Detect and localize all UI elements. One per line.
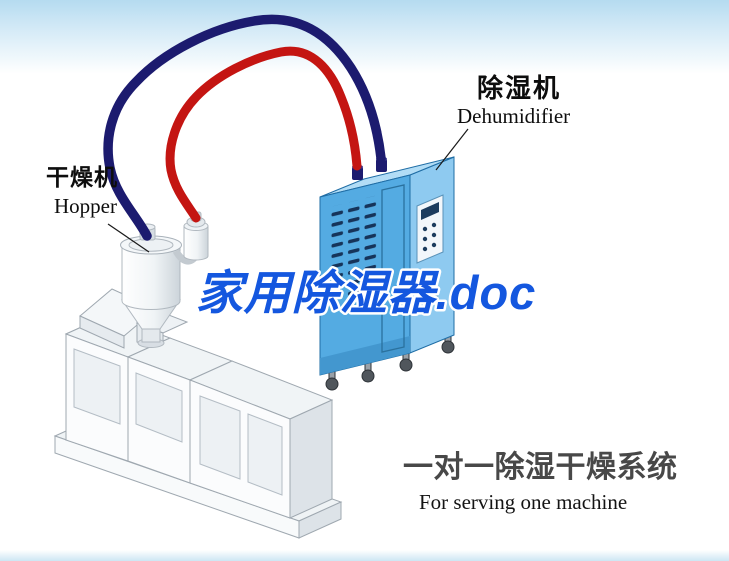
hopper-body <box>121 244 181 310</box>
machine-base-end <box>298 501 342 539</box>
hopper-dryer <box>120 211 209 348</box>
caption-en: For serving one machine <box>419 490 628 514</box>
dehumidifier-leader-line <box>435 128 469 171</box>
dehumidifier-cabinet <box>319 156 455 391</box>
machine-right-end-face <box>289 399 333 519</box>
red-pipe <box>165 46 362 223</box>
dehumidifier-label-cn: 除湿机 <box>477 73 562 103</box>
dehumidifier-label-en: Dehumidifier <box>457 104 571 128</box>
sky-gradient-top <box>0 0 729 74</box>
control-panel <box>416 194 444 264</box>
pipe-stub-left <box>352 167 363 180</box>
dryer-label-en: Hopper <box>54 194 117 218</box>
sky-gradient-bottom <box>0 550 729 561</box>
loader-body <box>183 225 209 261</box>
machine-left-panel <box>73 348 121 425</box>
hopper-lid-inner <box>128 238 174 252</box>
extruder-machine <box>53 288 343 539</box>
dehumidifier-base-band <box>320 336 410 375</box>
caster-wheels <box>325 334 455 391</box>
side-logo <box>424 294 438 307</box>
machine-hood-front <box>79 315 125 349</box>
navy-pipe <box>103 14 386 241</box>
machine-mid-panel <box>135 372 183 443</box>
dryer-label-cn: 干燥机 <box>46 164 118 190</box>
vent-grille <box>330 195 378 301</box>
door-frame <box>381 184 405 353</box>
watermark-text: 家用除湿器.doc <box>196 266 537 319</box>
hopper-leader-line <box>107 223 150 253</box>
control-buttons <box>422 222 437 252</box>
caption-cn: 一对一除湿干燥系统 <box>403 451 678 484</box>
control-display <box>421 202 439 220</box>
pipe-stub-right <box>376 159 387 172</box>
machine-right-panel-2 <box>247 413 283 496</box>
machine-right-panel-1 <box>199 395 241 480</box>
